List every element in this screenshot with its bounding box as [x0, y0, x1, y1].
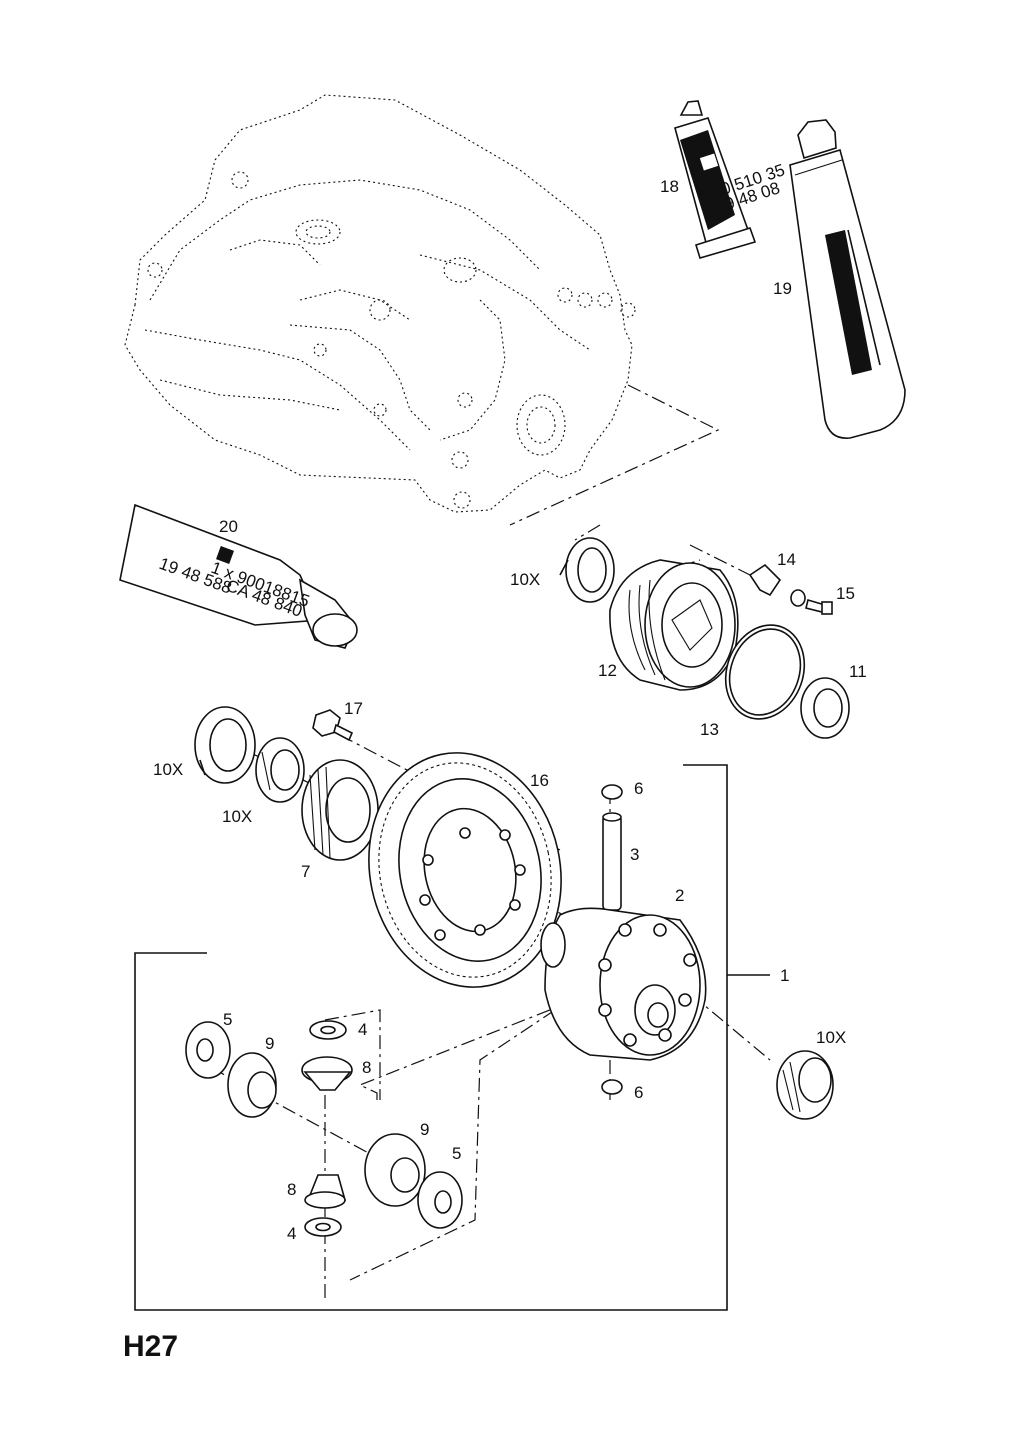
- ring-gear-bolt: [312, 709, 354, 742]
- callout-4-top: 4: [358, 1020, 367, 1039]
- o-ring-and-seal: [724, 624, 850, 739]
- assembly-brackets: [134, 764, 770, 1311]
- sealant-tube-flat: 19 48 588 1 x 90018815 CA 48 840: [119, 503, 358, 649]
- callout-9-right: 9: [420, 1120, 429, 1139]
- callout-1: 1: [780, 966, 789, 985]
- callout-17: 17: [344, 699, 363, 718]
- right-bearing: [776, 1050, 834, 1120]
- callout-19: 19: [773, 279, 792, 298]
- callout-8-bottom: 8: [287, 1180, 296, 1199]
- callout-6-bottom: 6: [634, 1083, 643, 1102]
- speedometer-drive-gear: [609, 559, 739, 691]
- callout-13: 13: [700, 720, 719, 739]
- speedometer-drive-gear-7: [301, 759, 379, 861]
- callout-11: 11: [849, 662, 867, 681]
- callout-7: 7: [301, 862, 310, 881]
- callout-4-bottom: 4: [287, 1224, 296, 1243]
- callout-14: 14: [777, 550, 796, 569]
- callout-5-left: 5: [223, 1010, 232, 1029]
- differential-case: [540, 907, 707, 1061]
- sealant-tube-small: 90 510 35 19 48 08: [674, 100, 787, 259]
- callout-labels: 18 19 20 10X 14 15 12 11 13 17 10X 16 6 …: [153, 177, 867, 1243]
- final-drive-ring-gear: [368, 752, 562, 988]
- callout-18: 18: [660, 177, 679, 196]
- callout-3: 3: [630, 845, 639, 864]
- callout-10x-right: 10X: [816, 1028, 846, 1047]
- transmission-housing: [124, 94, 636, 513]
- bearing-race-upper: [559, 537, 615, 603]
- callout-10x-upper: 10X: [510, 570, 540, 589]
- callout-5-right: 5: [452, 1144, 461, 1163]
- retaining-clip-and-bolt: [748, 563, 833, 615]
- diagram-code: H27: [123, 1330, 178, 1363]
- grease-tube-large: [789, 119, 906, 439]
- pinion-shaft-and-circlips: [601, 784, 623, 1095]
- callout-10x-bearing: 10X: [222, 807, 252, 826]
- differential-spider-gears: [185, 1020, 463, 1237]
- callout-20: 20: [219, 517, 238, 536]
- callout-2: 2: [675, 886, 684, 905]
- left-bearing-assembly: [194, 706, 305, 803]
- callout-8-top: 8: [362, 1058, 371, 1077]
- callout-15: 15: [836, 584, 855, 603]
- callout-9-left: 9: [265, 1034, 274, 1053]
- callout-6-top: 6: [634, 779, 643, 798]
- callout-16: 16: [530, 771, 549, 790]
- callout-12: 12: [598, 661, 617, 680]
- callout-10x-race: 10X: [153, 760, 183, 779]
